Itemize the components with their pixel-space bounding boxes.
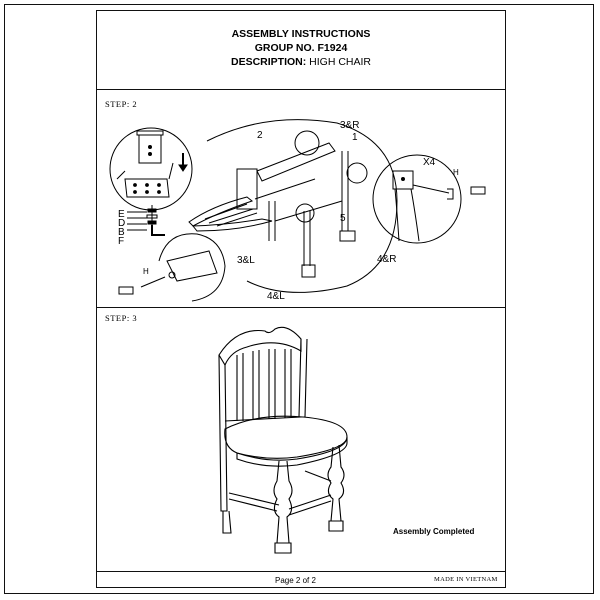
step-divider bbox=[97, 307, 505, 308]
background-circle bbox=[206, 119, 398, 293]
header-title: ASSEMBLY INSTRUCTIONS bbox=[231, 28, 371, 40]
callout-5-label: 5 bbox=[340, 213, 346, 224]
callout-e-label: E bbox=[118, 209, 125, 220]
callout-h-right-label: H bbox=[453, 168, 459, 177]
step-3-label: STEP: 3 bbox=[105, 313, 138, 323]
page-frame bbox=[4, 4, 594, 594]
group-number: GROUP NO. F1924 bbox=[254, 42, 348, 54]
instruction-sheet: ASSEMBLY INSTRUCTIONS GROUP NO. F1924 DE… bbox=[96, 10, 506, 588]
callout-2-label: 2 bbox=[257, 130, 263, 141]
leg-bolt-detail bbox=[372, 154, 486, 244]
quantity-label: X4 bbox=[423, 157, 436, 168]
callout-b-label: B bbox=[118, 227, 125, 238]
chair-frame bbox=[188, 130, 368, 278]
page-number: Page 2 of 2 bbox=[275, 576, 316, 585]
description: DESCRIPTION: HIGH CHAIR bbox=[97, 55, 505, 69]
callout-4r-label: 4&R bbox=[377, 254, 396, 265]
step-2-label: STEP: 2 bbox=[105, 99, 138, 109]
callout-4l-label: 4&L bbox=[267, 291, 285, 302]
description-label: DESCRIPTION: bbox=[230, 56, 307, 68]
leg-bracket-detail bbox=[109, 127, 193, 211]
callout-3r-label: 3&R bbox=[340, 120, 359, 131]
assembled-chair-illustration bbox=[218, 326, 348, 554]
made-in-label: MADE IN VIETNAM bbox=[434, 576, 498, 583]
callout-h-left-label: H bbox=[143, 267, 149, 276]
callout-3l-label: 3&L bbox=[237, 255, 255, 266]
callout-d-label: D bbox=[118, 218, 125, 229]
footer-rule bbox=[97, 571, 505, 572]
assembly-completed-label: Assembly Completed bbox=[393, 527, 475, 536]
callout-1-label: 1 bbox=[352, 132, 358, 143]
header: ASSEMBLY INSTRUCTIONS GROUP NO. F1924 DE… bbox=[97, 11, 505, 90]
hardware-stack bbox=[127, 205, 165, 236]
step-2-diagram: 1 2 3&R 3&L 4&R 4&L 5 X4 H H E D B F bbox=[109, 119, 486, 302]
bolt-detail bbox=[118, 233, 226, 302]
description-value: HIGH CHAIR bbox=[309, 56, 372, 68]
callout-f-label: F bbox=[118, 236, 124, 247]
